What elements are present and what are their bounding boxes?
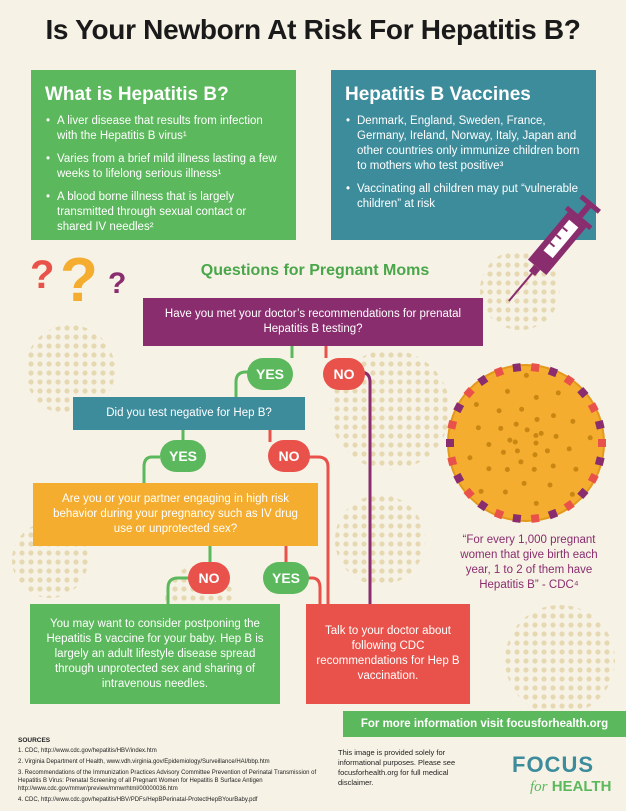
vaccines-heading: Hepatitis B Vaccines [345, 84, 531, 105]
yes-badge: YES [263, 562, 309, 594]
question-test-negative: Did you test negative for Hep B? [73, 397, 305, 430]
page-title: Is Your Newborn At Risk For Hepatitis B? [45, 14, 581, 45]
question-marks-icon: ? ? ? [30, 246, 126, 313]
no-badge: NO [188, 562, 230, 594]
question-risk-behavior: Are you or your partner engaging in high… [33, 483, 318, 546]
what-is-list: A liver disease that results from infect… [45, 114, 282, 235]
vaccines-panel: Hepatitis B Vaccines Denmark, England, S… [331, 70, 596, 240]
svg-text:?: ? [60, 246, 98, 313]
yes-badge: YES [247, 358, 293, 390]
no-badge: NO [323, 358, 365, 390]
svg-text:?: ? [108, 267, 126, 300]
sources-heading: SOURCES [18, 737, 51, 744]
disclaimer: This image is provided solely for inform… [338, 748, 456, 787]
list-item: Denmark, England, Sweden, France, German… [346, 114, 582, 174]
cdc-quote: “For every 1,000 pregnant women that giv… [460, 534, 598, 591]
logo-for: for [530, 779, 548, 795]
svg-text:?: ? [30, 253, 54, 297]
virus-icon [446, 363, 606, 523]
source-item: 2. Virginia Department of Health, www.vd… [18, 759, 270, 765]
result-talk-to-doctor: Talk to your doctor about following CDC … [306, 604, 470, 704]
source-item: 3. Recommendations of the Immunization P… [18, 770, 317, 792]
what-is-heading: What is Hepatitis B? [45, 84, 229, 105]
more-info-banner[interactable]: For more information visit focusforhealt… [343, 711, 626, 737]
focus-for-health-logo: FOCUS [512, 752, 594, 777]
question-prenatal-testing: Have you met your doctor’s recommendatio… [143, 298, 483, 346]
list-item: A liver disease that results from infect… [46, 114, 282, 144]
vaccines-list: Denmark, England, Sweden, France, German… [345, 114, 582, 212]
source-item: 4. CDC, http://www.cdc.gov/hepatitis/HBV… [18, 797, 258, 803]
list-item: Vaccinating all children may put “vulner… [346, 182, 582, 212]
list-item: A blood borne illness that is largely tr… [46, 190, 282, 235]
syringe-icon [508, 194, 601, 302]
sources-section: SOURCES 1. CDC, http://www.cdc.gov/hepat… [18, 737, 328, 807]
result-postpone-vaccine: You may want to consider postponing the … [30, 604, 280, 704]
source-item: 1. CDC, http://www.cdc.gov/hepatitis/HBV… [18, 748, 157, 754]
no-badge: NO [268, 440, 310, 472]
logo-subtitle: for HEALTH [530, 778, 611, 796]
yes-badge: YES [160, 440, 206, 472]
list-item: Varies from a brief mild illness lasting… [46, 152, 282, 182]
logo-health: HEALTH [551, 778, 612, 795]
what-is-hepatitis-panel: What is Hepatitis B? A liver disease tha… [31, 70, 296, 240]
questions-title: Questions for Pregnant Moms [200, 262, 430, 279]
